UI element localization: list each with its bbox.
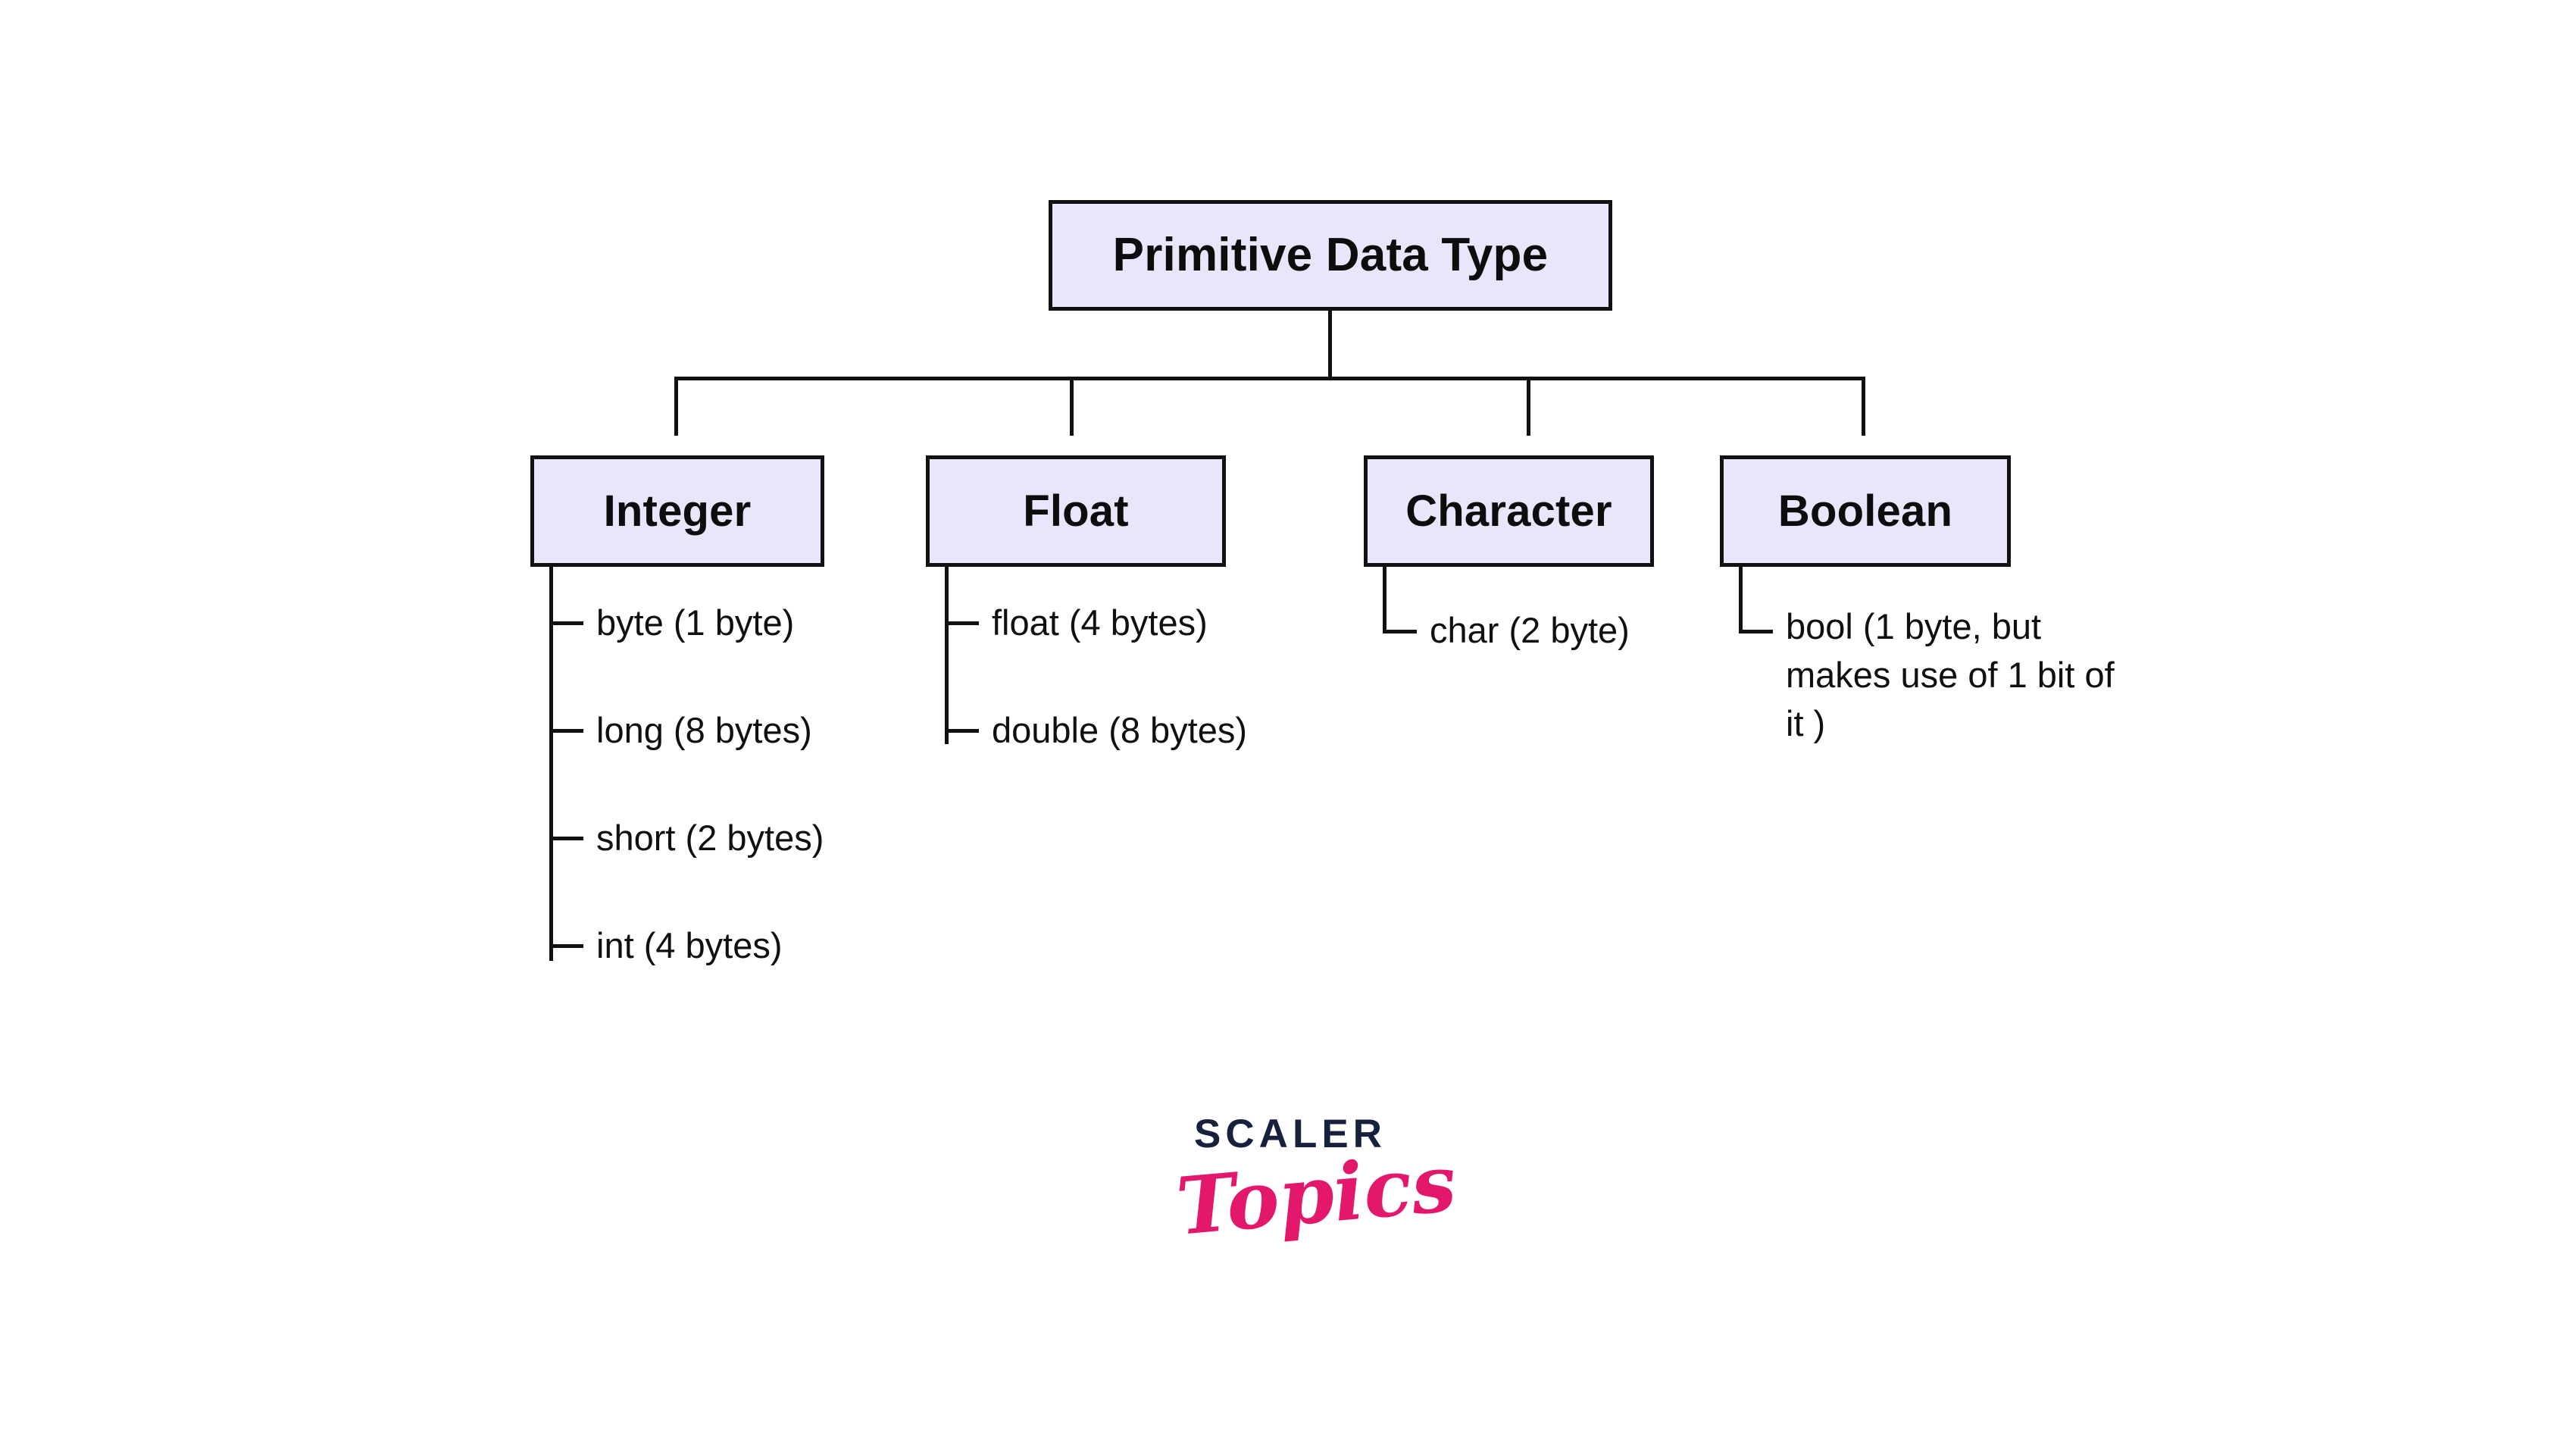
node-primitive-data-type: Primitive Data Type bbox=[1049, 200, 1612, 311]
leaf-label: float (4 bytes) bbox=[992, 602, 1208, 643]
leaf-tick bbox=[549, 944, 583, 948]
leaf-group-integer: byte (1 byte) long (8 bytes) short (2 by… bbox=[549, 567, 824, 997]
leaf-item: bool (1 byte, but makes use of 1 bit of … bbox=[1739, 567, 2142, 743]
leaf-item: long (8 bytes) bbox=[549, 674, 824, 782]
connector-drop-integer bbox=[674, 377, 678, 436]
leaf-group-boolean: bool (1 byte, but makes use of 1 bit of … bbox=[1739, 567, 2142, 743]
leaf-label: byte (1 byte) bbox=[596, 602, 795, 643]
node-float: Float bbox=[926, 455, 1226, 567]
logo-wordmark: SCALER bbox=[1194, 1112, 1386, 1156]
leaf-item: byte (1 byte) bbox=[549, 567, 824, 674]
leaf-tick bbox=[945, 621, 979, 625]
leaf-item: short (2 bytes) bbox=[549, 782, 824, 890]
leaf-tick bbox=[549, 729, 583, 733]
leaf-rail bbox=[1739, 567, 1743, 633]
leaf-tick bbox=[1383, 630, 1417, 633]
leaf-label: char (2 byte) bbox=[1430, 610, 1630, 650]
leaf-item: char (2 byte) bbox=[1383, 567, 1630, 658]
leaf-label: double (8 bytes) bbox=[992, 710, 1248, 750]
scaler-topics-logo: SCALER Topics bbox=[1173, 1112, 1459, 1253]
leaf-group-character: char (2 byte) bbox=[1383, 567, 1630, 658]
leaf-rail bbox=[1383, 567, 1386, 633]
leaf-tick bbox=[549, 621, 583, 625]
leaf-item: float (4 bytes) bbox=[945, 567, 1247, 674]
leaf-item: double (8 bytes) bbox=[945, 674, 1247, 782]
connector-drop-boolean bbox=[1862, 377, 1865, 436]
node-character: Character bbox=[1364, 455, 1654, 567]
leaf-label: short (2 bytes) bbox=[596, 818, 824, 858]
leaf-tick bbox=[945, 729, 979, 733]
connector-horizontal-bus bbox=[674, 377, 1865, 380]
leaf-label: long (8 bytes) bbox=[596, 710, 812, 750]
node-label: Character bbox=[1405, 486, 1612, 536]
leaf-rail bbox=[549, 567, 553, 961]
node-label: Primitive Data Type bbox=[1112, 229, 1549, 281]
leaf-item: int (4 bytes) bbox=[549, 890, 824, 997]
node-label: Float bbox=[1023, 486, 1129, 536]
leaf-label: int (4 bytes) bbox=[596, 925, 783, 965]
node-label: Boolean bbox=[1777, 486, 1953, 536]
leaf-tick bbox=[549, 837, 583, 840]
leaf-rail bbox=[945, 567, 949, 744]
node-label: Integer bbox=[603, 486, 752, 536]
leaf-group-float: float (4 bytes) double (8 bytes) bbox=[945, 567, 1247, 782]
leaf-label: bool (1 byte, but makes use of 1 bit of … bbox=[1786, 606, 2115, 743]
logo-script: Topics bbox=[1173, 1136, 1460, 1253]
connector-drop-character bbox=[1527, 377, 1530, 436]
node-boolean: Boolean bbox=[1720, 455, 2011, 567]
leaf-tick bbox=[1739, 630, 1773, 633]
connector-drop-float bbox=[1070, 377, 1074, 436]
connector-root-stem bbox=[1328, 311, 1332, 380]
node-integer: Integer bbox=[530, 455, 824, 567]
